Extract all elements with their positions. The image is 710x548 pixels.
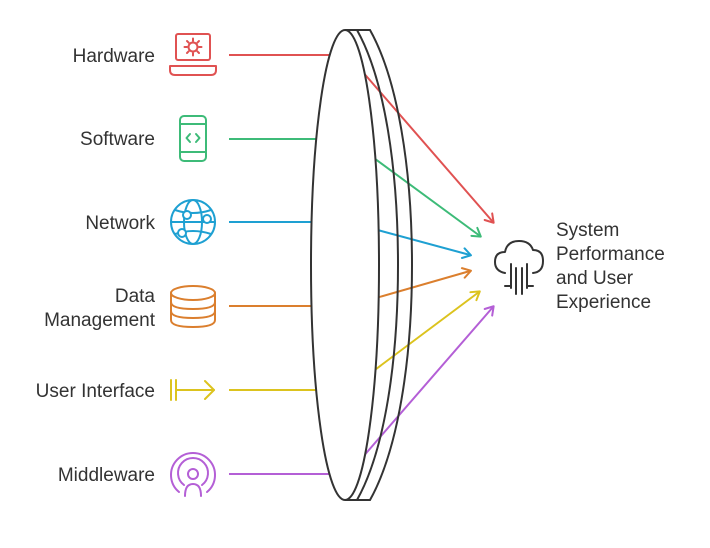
label-data-management-line2: Management	[44, 310, 156, 331]
cloud-circuit-icon	[494, 240, 544, 295]
output-label-line2: Performance	[556, 244, 665, 265]
label-software: Software	[80, 129, 155, 150]
broadcast-user-icon	[170, 452, 216, 497]
lens-disc	[310, 29, 414, 501]
label-middleware: Middleware	[58, 465, 155, 486]
interface-arrow-icon	[170, 379, 215, 401]
laptop-gear-icon	[169, 33, 217, 76]
lens-inner-arc	[356, 29, 400, 501]
globe-network-icon	[170, 199, 216, 245]
database-icon	[170, 285, 216, 328]
label-network: Network	[85, 213, 155, 234]
label-hardware: Hardware	[73, 46, 155, 67]
output-label-line3: and User	[556, 268, 634, 289]
output-label-line1: System	[556, 220, 619, 241]
label-data-management-line1: Data	[115, 286, 156, 307]
lens-face	[310, 29, 380, 501]
smartphone-code-icon	[179, 115, 207, 162]
lens-rim	[345, 29, 414, 501]
label-user-interface: User Interface	[36, 381, 155, 402]
output-label-line4: Experience	[556, 292, 651, 313]
